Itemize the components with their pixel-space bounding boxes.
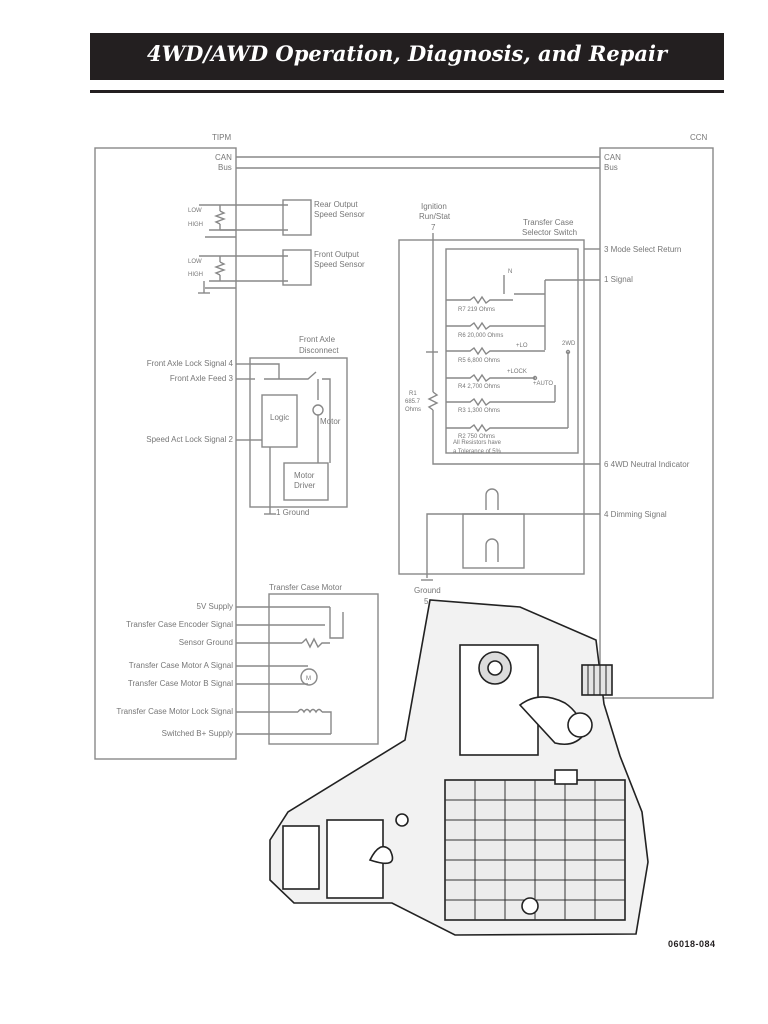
rear-sensor-label-2: Speed Sensor [314, 210, 365, 219]
tc-label-sensor-ground: Sensor Ground [179, 638, 233, 647]
motor-label: Motor [320, 417, 341, 426]
ignition-label-3: 7 [431, 223, 436, 232]
transfer-case-motor-box [268, 593, 379, 745]
front-high-label: HIGH [188, 272, 203, 278]
figure-id: 06018-084 [668, 939, 716, 949]
can-bus-right-1: CAN [604, 153, 621, 162]
can-bus-right-2: Bus [604, 163, 618, 172]
neutral-indicator-label: 6 4WD Neutral Indicator [604, 460, 690, 469]
logic-block [261, 394, 298, 448]
ignition-label-1: Ignition [421, 202, 447, 211]
auto-label: +AUTO [533, 381, 553, 387]
tc-label-5v-supply: 5V Supply [197, 602, 233, 611]
ignition-label-2: Run/Stat [419, 212, 451, 221]
front-axle-ground: 1 Ground [276, 508, 309, 517]
front-low-label: LOW [188, 259, 202, 265]
tipm-label: TIPM [212, 133, 231, 142]
can-bus-left-1: CAN [215, 153, 232, 162]
selector-title-2: Selector Switch [522, 228, 577, 237]
rear-speed-sensor [282, 199, 312, 236]
front-sensor-label-2: Speed Sensor [314, 260, 365, 269]
front-speed-sensor [282, 249, 312, 286]
selector-switch-box [398, 239, 585, 575]
r3-label: R3 1,300 Ohms [458, 408, 500, 414]
front-axle-disconnect [249, 357, 348, 508]
speed-act-lock-signal: Speed Act Lock Signal 2 [146, 435, 233, 444]
r5-label: R5 6,800 Ohms [458, 358, 500, 364]
2wd-label: 2WD [562, 341, 576, 347]
lo-label: +LO [516, 343, 528, 349]
rear-high-label: HIGH [188, 222, 203, 228]
tipm-box [94, 147, 237, 760]
header-rule [90, 90, 724, 93]
logic-label: Logic [270, 413, 289, 422]
tc-label-switched-b-supply: Switched B+ Supply [162, 729, 233, 738]
page-title: 4WD/AWD Operation, Diagnosis, and Repair [146, 41, 668, 66]
page-header: 4WD/AWD Operation, Diagnosis, and Repair [90, 33, 724, 80]
r1-label-3: Ohms [405, 407, 421, 413]
ccn-box [599, 147, 714, 699]
selector-title-1: Transfer Case [523, 218, 574, 227]
tc-label-encoder-signal: Transfer Case Encoder Signal [126, 620, 233, 629]
front-axle-feed: Front Axle Feed 3 [170, 374, 234, 383]
r1-label-1: R1 [409, 391, 417, 397]
motor-driver-label-2: Driver [294, 481, 316, 490]
dimming-signal-label: 4 Dimming Signal [604, 510, 667, 519]
front-sensor-label-1: Front Output [314, 250, 360, 259]
motor-driver-label-1: Motor [294, 471, 315, 480]
tc-label-motor-lock: Transfer Case Motor Lock Signal [116, 707, 233, 716]
r1-label-2: 685.7 [405, 399, 421, 405]
can-bus-left-2: Bus [218, 163, 232, 172]
rear-low-label: LOW [188, 208, 202, 214]
tc-label-motor-a: Transfer Case Motor A Signal [129, 661, 233, 670]
mode-select-return: 3 Mode Select Return [604, 245, 681, 254]
r4-label: R4 2,700 Ohms [458, 384, 500, 390]
r7-label: R7 219 Ohms [458, 307, 495, 313]
rear-sensor-label-1: Rear Output [314, 200, 358, 209]
ground-label-2: 5 [424, 597, 429, 606]
tolerance-note-2: a Tolerance of 5% [453, 449, 502, 455]
motor-driver-block [283, 462, 329, 501]
front-axle-title-2: Disconnect [299, 346, 339, 355]
motor-m-label: M [306, 676, 311, 682]
ground-label-1: Ground [414, 586, 441, 595]
transfer-case-illustration [269, 599, 649, 936]
n-label: N [508, 269, 512, 275]
ccn-label: CCN [690, 133, 708, 142]
r6-label: R6 20,000 Ohms [458, 333, 503, 339]
tolerance-note-1: All Resistors have [453, 440, 502, 446]
front-axle-title-1: Front Axle [299, 335, 336, 344]
signal-label: 1 Signal [604, 275, 633, 284]
tc-label-motor-b: Transfer Case Motor B Signal [128, 679, 233, 688]
front-axle-lock-signal: Front Axle Lock Signal 4 [147, 359, 234, 368]
lock-label: +LOCK [507, 369, 527, 375]
tc-motor-title: Transfer Case Motor [269, 583, 342, 592]
r2-label: R2 750 Ohms [458, 434, 495, 440]
